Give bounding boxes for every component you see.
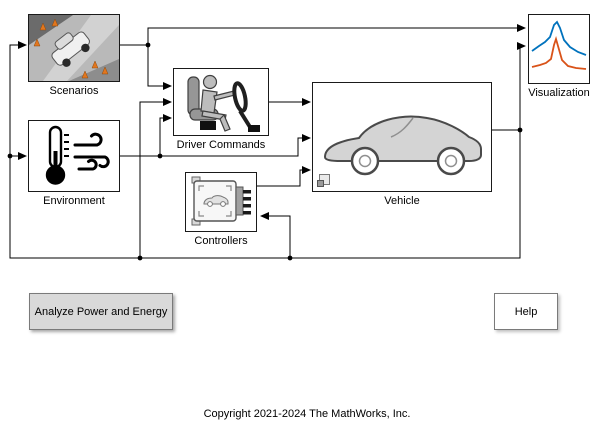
traffic-cones-icon	[33, 18, 109, 79]
wind-icon	[73, 132, 110, 171]
block-badge-icon	[317, 174, 330, 187]
block-label-vehicle: Vehicle	[384, 195, 420, 207]
block-label-environment: Environment	[43, 195, 105, 207]
block-label-visualization: Visualization	[528, 87, 590, 99]
block-label-driver-commands: Driver Commands	[176, 139, 266, 151]
signal-wire[interactable]	[147, 45, 172, 90]
thermometer-and-wind-icon	[45, 125, 110, 185]
signal-wire[interactable]	[147, 24, 526, 45]
block-controllers[interactable]	[185, 172, 257, 232]
copyright-text: Copyright 2021-2024 The MathWorks, Inc.	[203, 408, 411, 420]
signal-wire[interactable]	[139, 98, 172, 258]
signal-wire[interactable]	[260, 212, 291, 258]
block-visualization[interactable]	[528, 14, 590, 84]
driving-scene-thumbnail-icon	[29, 15, 119, 81]
block-label-scenarios: Scenarios	[49, 85, 99, 97]
block-vehicle[interactable]	[312, 82, 492, 192]
analyze-power-energy-button[interactable]: Analyze Power and Energy	[29, 293, 173, 330]
driver-seat-steering-icon	[187, 74, 260, 132]
help-button[interactable]: Help	[494, 293, 558, 330]
steering-wheel-icon	[232, 81, 252, 129]
help-button-label: Help	[514, 305, 538, 318]
branch-dots	[7, 42, 523, 261]
signal-wire[interactable]	[517, 42, 526, 130]
block-scenarios[interactable]	[28, 14, 120, 82]
signal-wire[interactable]	[120, 134, 311, 157]
ecu-module-icon	[191, 176, 251, 226]
signal-plot-icon	[531, 20, 587, 70]
block-environment[interactable]	[28, 120, 120, 192]
block-driver-commands[interactable]	[173, 68, 269, 136]
signal-wire[interactable]	[159, 114, 172, 156]
block-label-controllers: Controllers	[194, 235, 248, 247]
analyze-button-label: Analyze Power and Energy	[34, 305, 168, 318]
car-glyph-icon	[203, 195, 229, 207]
signal-wire[interactable]	[9, 41, 521, 259]
signal-wire[interactable]	[257, 166, 311, 187]
car-silhouette-icon	[323, 115, 482, 176]
